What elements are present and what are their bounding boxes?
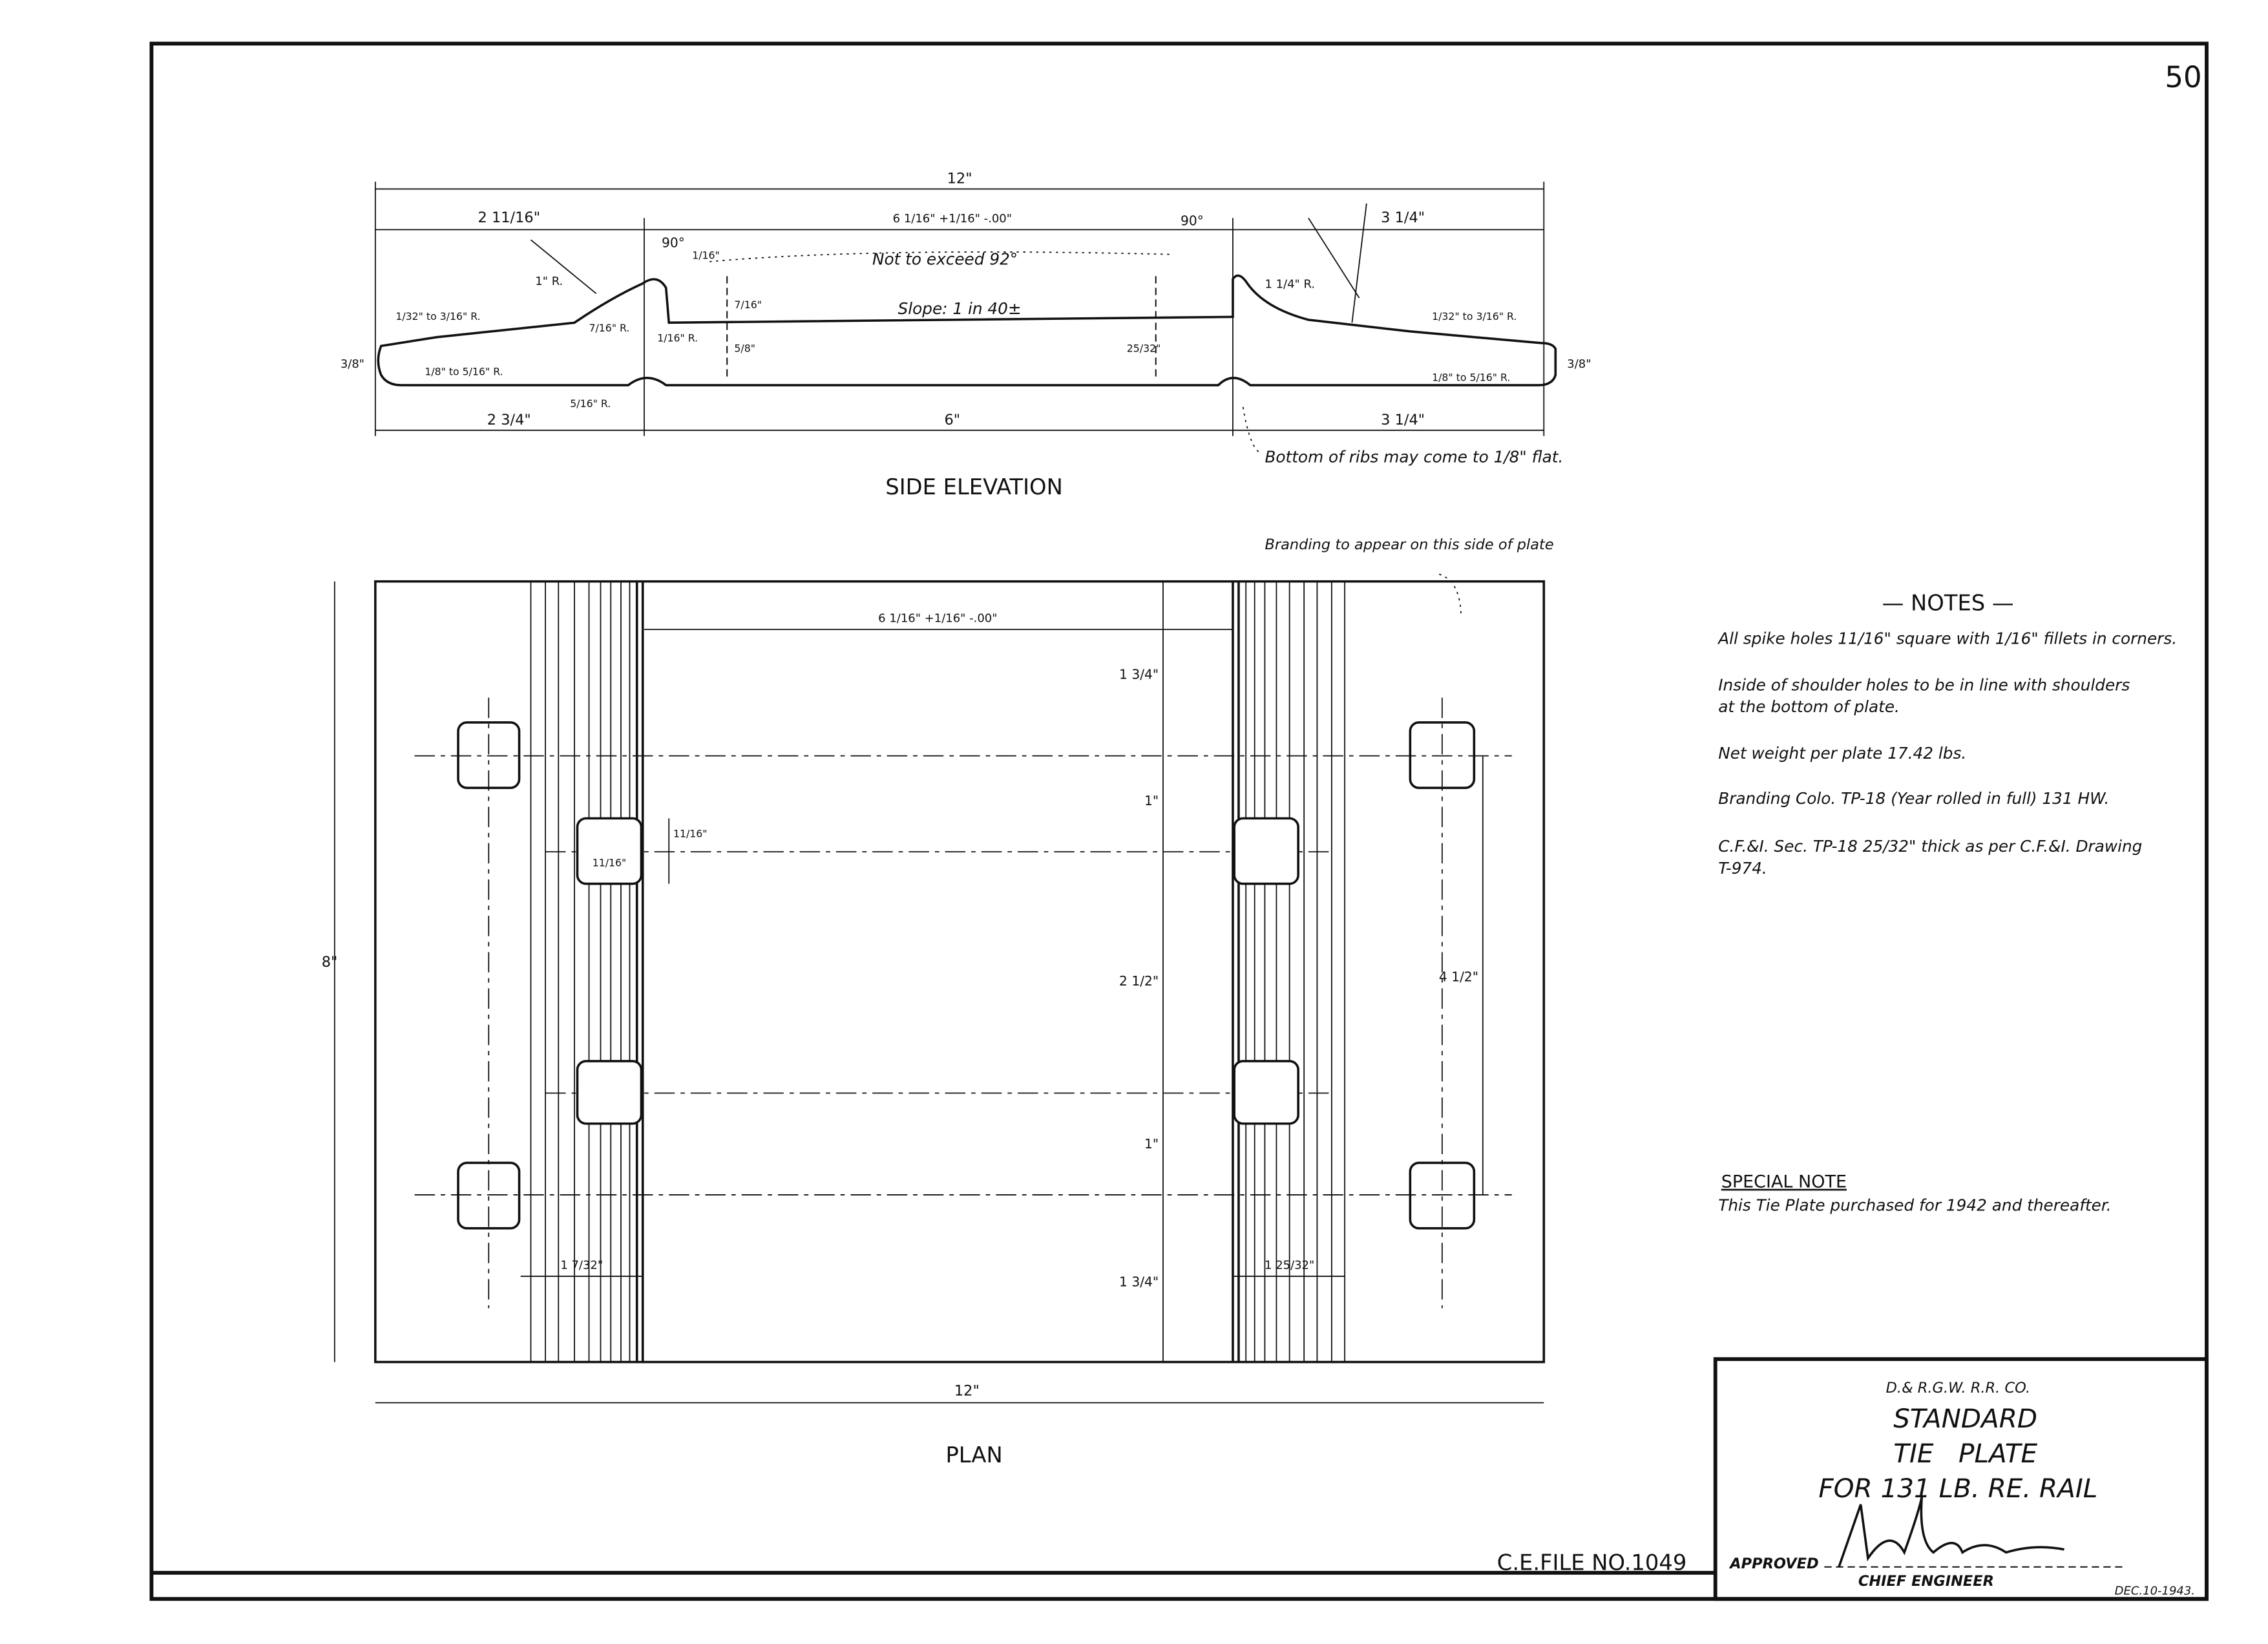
leader-dotted [1242, 406, 1263, 454]
dim-overall: 12" [947, 170, 972, 187]
note-item: Inside of shoulder holes to be in line w… [1718, 675, 2130, 694]
date: DEC.10-1943. [2115, 1585, 2195, 1598]
dim-center-bottom: 6" [945, 412, 961, 428]
notes-title: — NOTES — [1882, 591, 2014, 616]
note-branding: Branding to appear on this side of plate [1265, 536, 1553, 553]
special-note-text: This Tie Plate purchased for 1942 and th… [1718, 1196, 2111, 1215]
dim-center: 6 1/16" +1/16" -.00" [878, 612, 997, 626]
dim-rib-width: 1/16" [692, 249, 720, 261]
dim-thickness-right: 25/32" [1127, 342, 1161, 354]
dim-radius-1: 1" R. [535, 275, 563, 288]
signer-title: CHIEF ENGINEER [1858, 1573, 1994, 1590]
title-line-2: TIE PLATE [1893, 1438, 2037, 1469]
file-number: C.E.FILE NO.1049 [1497, 1550, 1687, 1575]
page-number: 50 [2165, 60, 2201, 94]
dim-d1: 1 3/4" [1119, 666, 1159, 682]
dim-width: 12" [954, 1382, 980, 1399]
rib-right [1232, 581, 1346, 1362]
spike-hole [1409, 1161, 1476, 1230]
spike-hole [1409, 721, 1476, 789]
side-elevation-label: SIDE ELEVATION [885, 474, 1063, 500]
dim-right-top: 3 1/4" [1381, 209, 1425, 226]
signature [1838, 1497, 2064, 1568]
company: D.& R.G.W. R.R. CO. [1886, 1380, 2031, 1396]
dim-radius-1-25: 1 1/4" R. [1265, 277, 1315, 291]
dim-left-bottom: 2 3/4" [487, 412, 531, 428]
dim-low-radius-right: 1/8" to 5/16" R. [1432, 371, 1510, 383]
side-profile [377, 274, 1557, 386]
title-block: C.E.FILE NO.1049 D.& R.G.W. R.R. CO. STA… [1497, 1357, 2209, 1601]
dim-left-top: 2 11/16" [478, 209, 540, 226]
dim-d2: 1" [1144, 793, 1159, 808]
dim-hole: 11/16" [673, 828, 708, 840]
note-item: C.F.&I. Sec. TP-18 25/32" thick as per C… [1718, 837, 2142, 856]
dim-end-left: 3/8" [341, 357, 364, 371]
dim-low-radius-left: 1/8" to 5/16" R. [425, 365, 503, 377]
note-item: T-974. [1718, 859, 1767, 878]
special-note-title: SPECIAL NOTE [1721, 1172, 1847, 1192]
note-item: at the bottom of plate. [1718, 697, 1900, 716]
spike-hole [457, 1161, 521, 1230]
title-line-1: STANDARD [1893, 1403, 2037, 1434]
note-not-exceed: Not to exceed 92° [872, 249, 1018, 268]
dim-center-top: 6 1/16" +1/16" -.00" [893, 212, 1012, 226]
dim-rib-radius: 7/16" R. [589, 322, 629, 334]
dim-end-radius-left: 1/32" to 3/16" R. [395, 310, 480, 322]
sheet-border [149, 41, 2209, 1601]
dim-hole-width: 11/16" [593, 857, 627, 869]
plan-label: PLAN [945, 1442, 1002, 1468]
shoulder-hole [576, 1060, 643, 1125]
side-elevation: 12" 2 11/16" 6 1/16" +1/16" -.00" 3 1/4"… [341, 170, 1591, 499]
approved-label: APPROVED [1728, 1555, 1818, 1572]
rib-left [530, 581, 644, 1362]
dim-d3: 2 1/2" [1119, 973, 1159, 989]
leader [1351, 203, 1367, 323]
dim-rib-height: 7/16" [734, 299, 762, 311]
note-bottom-ribs: Bottom of ribs may come to 1/8" flat. [1265, 447, 1563, 466]
notes: — NOTES — All spike holes 11/16" square … [1717, 591, 2177, 1215]
shoulder-hole [1233, 1060, 1299, 1125]
dim-fillet: 1/16" R. [657, 332, 698, 344]
dim-end-right: 3/8" [1567, 357, 1591, 371]
leader-dotted [709, 251, 1171, 262]
leader [530, 239, 597, 295]
title-line-3: FOR 131 LB. RE. RAIL [1818, 1473, 2097, 1504]
plate-outline [374, 580, 1546, 1364]
dim-end-radius-right: 1/32" to 3/16" R. [1432, 310, 1517, 322]
title-block-border [1713, 1357, 2209, 1601]
dim-length: 8" [322, 954, 338, 971]
plan-view: 8" 12" 6 1/16" +1/16" -.00" 1 3/4" 1" 2 … [322, 536, 1554, 1468]
dim-rib-right: 1 25/32" [1265, 1259, 1314, 1272]
note-slope: Slope: 1 in 40± [898, 299, 1022, 318]
spike-hole [457, 721, 521, 789]
shoulder-hole [1233, 817, 1299, 885]
dim-bottom-radius: 5/16" R. [570, 397, 611, 410]
dim-right-bottom: 3 1/4" [1381, 412, 1425, 428]
dim-rib-left: 1 7/32" [560, 1259, 603, 1272]
dim-thickness-left: 5/8" [734, 342, 755, 354]
leader [1308, 217, 1360, 299]
dim-angle-left: 90° [662, 235, 685, 250]
shoulder-hole [576, 817, 643, 885]
note-item: Net weight per plate 17.42 lbs. [1718, 744, 1966, 763]
note-item: Branding Colo. TP-18 (Year rolled in ful… [1718, 789, 2109, 808]
dim-spacing: 4 1/2" [1439, 969, 1478, 984]
dim-angle-right: 90° [1181, 213, 1204, 229]
note-item: All spike holes 11/16" square with 1/16"… [1717, 629, 2177, 648]
dim-d4: 1" [1144, 1136, 1159, 1152]
dim-d5: 1 3/4" [1119, 1274, 1159, 1290]
